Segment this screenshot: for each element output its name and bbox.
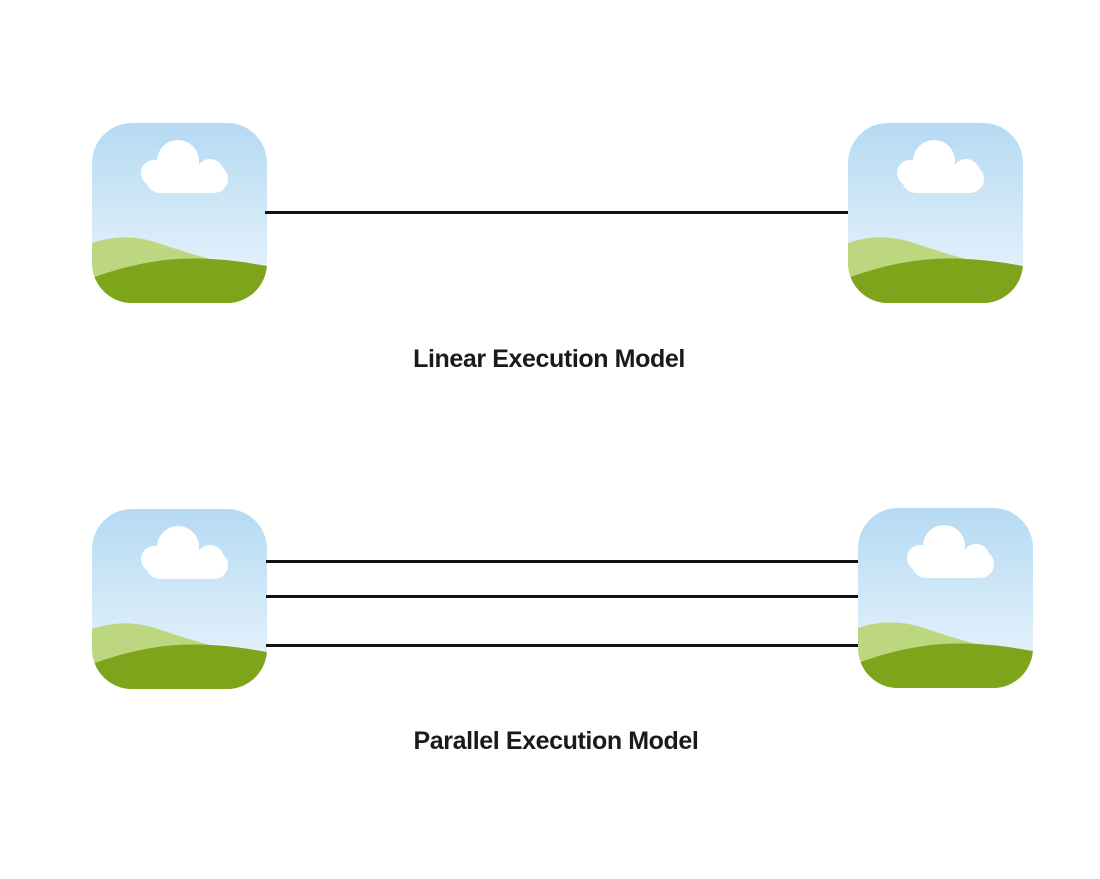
landscape-image-icon [92,509,267,689]
landscape-image-icon [858,508,1033,688]
diagram-label-linear: Linear Execution Model [413,345,685,373]
connector-line [265,211,850,214]
connector-line [266,560,858,563]
connector-line [266,644,858,647]
diagram-label-parallel: Parallel Execution Model [413,727,699,755]
connector-line [266,595,858,598]
